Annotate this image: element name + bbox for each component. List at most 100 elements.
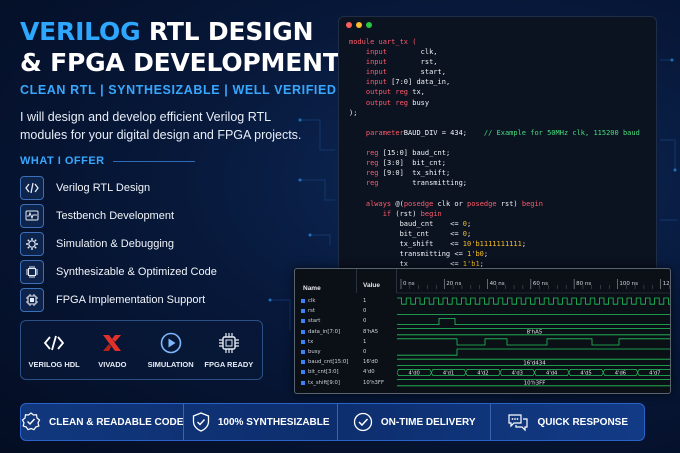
signal-row[interactable]: busy 0 xyxy=(295,347,397,357)
code-token xyxy=(349,149,366,157)
code-line: parameterBAUD_DIV = 434; // Example for … xyxy=(349,128,656,138)
feature-clean-code: CLEAN & READABLE CODE xyxy=(21,404,185,440)
bus-segment xyxy=(534,369,570,376)
signal-name: rst xyxy=(295,308,357,314)
signal-row[interactable]: data_in[7:0]8'hA5 xyxy=(295,327,397,337)
code-line: transmitting <= 1'b0; xyxy=(349,249,656,259)
bus-segment-label: 4'd5 xyxy=(580,371,591,377)
bus-segment xyxy=(602,369,639,376)
tool-label: VERILOG HDL xyxy=(28,359,80,369)
code-line: reg [9:0] tx_shift; xyxy=(349,168,656,178)
bus-segment-label: 4'd6 xyxy=(615,371,626,377)
code-token: always xyxy=(365,199,392,208)
code-line: module uart_tx ( xyxy=(349,37,656,47)
code-line: reg [15:0] baud_cnt; xyxy=(349,148,656,158)
signal-value: 16'd0 xyxy=(363,359,378,366)
features-bar: CLEAN & READABLE CODE 100% SYNTHESIZABLE… xyxy=(20,403,645,441)
code-token xyxy=(349,78,366,86)
time-tick-label: 80 ns xyxy=(576,281,591,287)
bus-segment-label: 4'd3 xyxy=(512,371,523,377)
signal-row[interactable]: tx_shift[9:0]10'h3FF xyxy=(295,378,397,388)
tx-trace xyxy=(397,338,670,346)
signal-value: 0 xyxy=(363,349,367,356)
code-token: ; xyxy=(467,229,472,238)
signal-icon xyxy=(301,319,305,324)
signal-value: 1 xyxy=(363,298,367,305)
code-token: begin xyxy=(521,199,543,208)
minimize-dot-icon[interactable] xyxy=(356,22,362,28)
code-token xyxy=(349,169,366,177)
code-line: always @(posedge clk or posedge rst) beg… xyxy=(349,199,656,209)
code-token: output reg xyxy=(365,88,409,97)
signal-name: tx_shift[9:0] xyxy=(295,380,357,386)
time-tick-label: 40 ns xyxy=(490,281,505,287)
code-token xyxy=(349,99,366,107)
code-token: [7:0] data_in, xyxy=(386,78,451,87)
code-token: ; xyxy=(483,249,489,258)
code-token xyxy=(349,129,366,137)
code-token: tx <= xyxy=(349,260,463,269)
heading-divider xyxy=(112,160,195,162)
feature-label: QUICK RESPONSE xyxy=(537,416,629,428)
signal-icon xyxy=(301,380,305,385)
code-line: tx <= 1'b1; xyxy=(349,259,656,269)
tool-label: VIVADO xyxy=(98,359,127,369)
code-line: input start, xyxy=(349,67,656,77)
code-token: [9:0] tx_shift; xyxy=(378,169,451,178)
code-token: input xyxy=(365,48,387,57)
maximize-dot-icon[interactable] xyxy=(366,22,372,28)
shield-check-icon xyxy=(192,412,210,432)
signal-icon xyxy=(301,309,305,314)
code-token: 1'b1 xyxy=(462,260,480,269)
chip-icon xyxy=(20,260,44,284)
signal-icon xyxy=(301,339,305,344)
bus-segment xyxy=(568,369,604,376)
feature-label: 100% SYNTHESIZABLE xyxy=(217,416,330,428)
bus-segment-label: 4'd4 xyxy=(546,371,558,377)
code-token: 10'b1111111111 xyxy=(462,239,522,248)
bus-value-label: 10'h3FF xyxy=(524,381,546,387)
code-token: input xyxy=(365,58,387,67)
code-line: input rst, xyxy=(349,57,656,67)
check-circle-icon xyxy=(353,412,373,432)
code-line: reg transmitting; xyxy=(349,178,656,188)
signal-value: 0 xyxy=(363,318,367,325)
signal-name-text: rst xyxy=(308,308,316,315)
signal-row[interactable]: baud_cnt[15:0]16'd0 xyxy=(295,357,397,367)
feature-label: CLEAN & READABLE CODE xyxy=(49,416,184,428)
time-tick-label: 120 ns xyxy=(663,281,671,287)
code-token: rst) xyxy=(496,199,522,208)
code-line: reg [3:0] bit_cnt; xyxy=(349,158,656,168)
code-token: begin xyxy=(420,209,442,218)
code-token: [3:0] bit_cnt; xyxy=(378,159,446,168)
tool-simulation: SIMULATION xyxy=(143,332,199,369)
code-token: BAUD_DIV = 434; xyxy=(403,128,468,137)
code-token: (rst) xyxy=(391,209,421,218)
signal-icon xyxy=(301,350,305,355)
signal-name-text: busy xyxy=(308,349,321,356)
code-token: bit_cnt <= xyxy=(349,229,463,238)
code-token: transmitting <= xyxy=(349,249,468,258)
close-dot-icon[interactable] xyxy=(346,22,352,28)
code-token: ; xyxy=(467,219,472,228)
code-line: input clk, xyxy=(349,47,656,57)
bus-segment-label: 4'd1 xyxy=(443,371,454,377)
offer-label: Verilog RTL Design xyxy=(56,182,151,194)
feature-on-time: ON-TIME DELIVERY xyxy=(338,404,492,440)
bus-segment-label: 4'd0 xyxy=(409,371,420,377)
offer-item: Testbench Development xyxy=(20,202,217,230)
code-token: rst, xyxy=(386,58,438,67)
offer-item: Simulation & Debugging xyxy=(20,230,217,258)
offer-item: FPGA Implementation Support xyxy=(20,286,217,314)
title-rest: RTL DESIGN xyxy=(140,17,314,46)
code-token: reg xyxy=(365,149,379,158)
offer-heading-row: WHAT I OFFER xyxy=(20,155,195,167)
code-line: ); xyxy=(349,108,656,118)
code-token: if xyxy=(382,209,392,218)
signal-row[interactable]: bit_cnt[3:0]4'd0 xyxy=(295,367,397,377)
